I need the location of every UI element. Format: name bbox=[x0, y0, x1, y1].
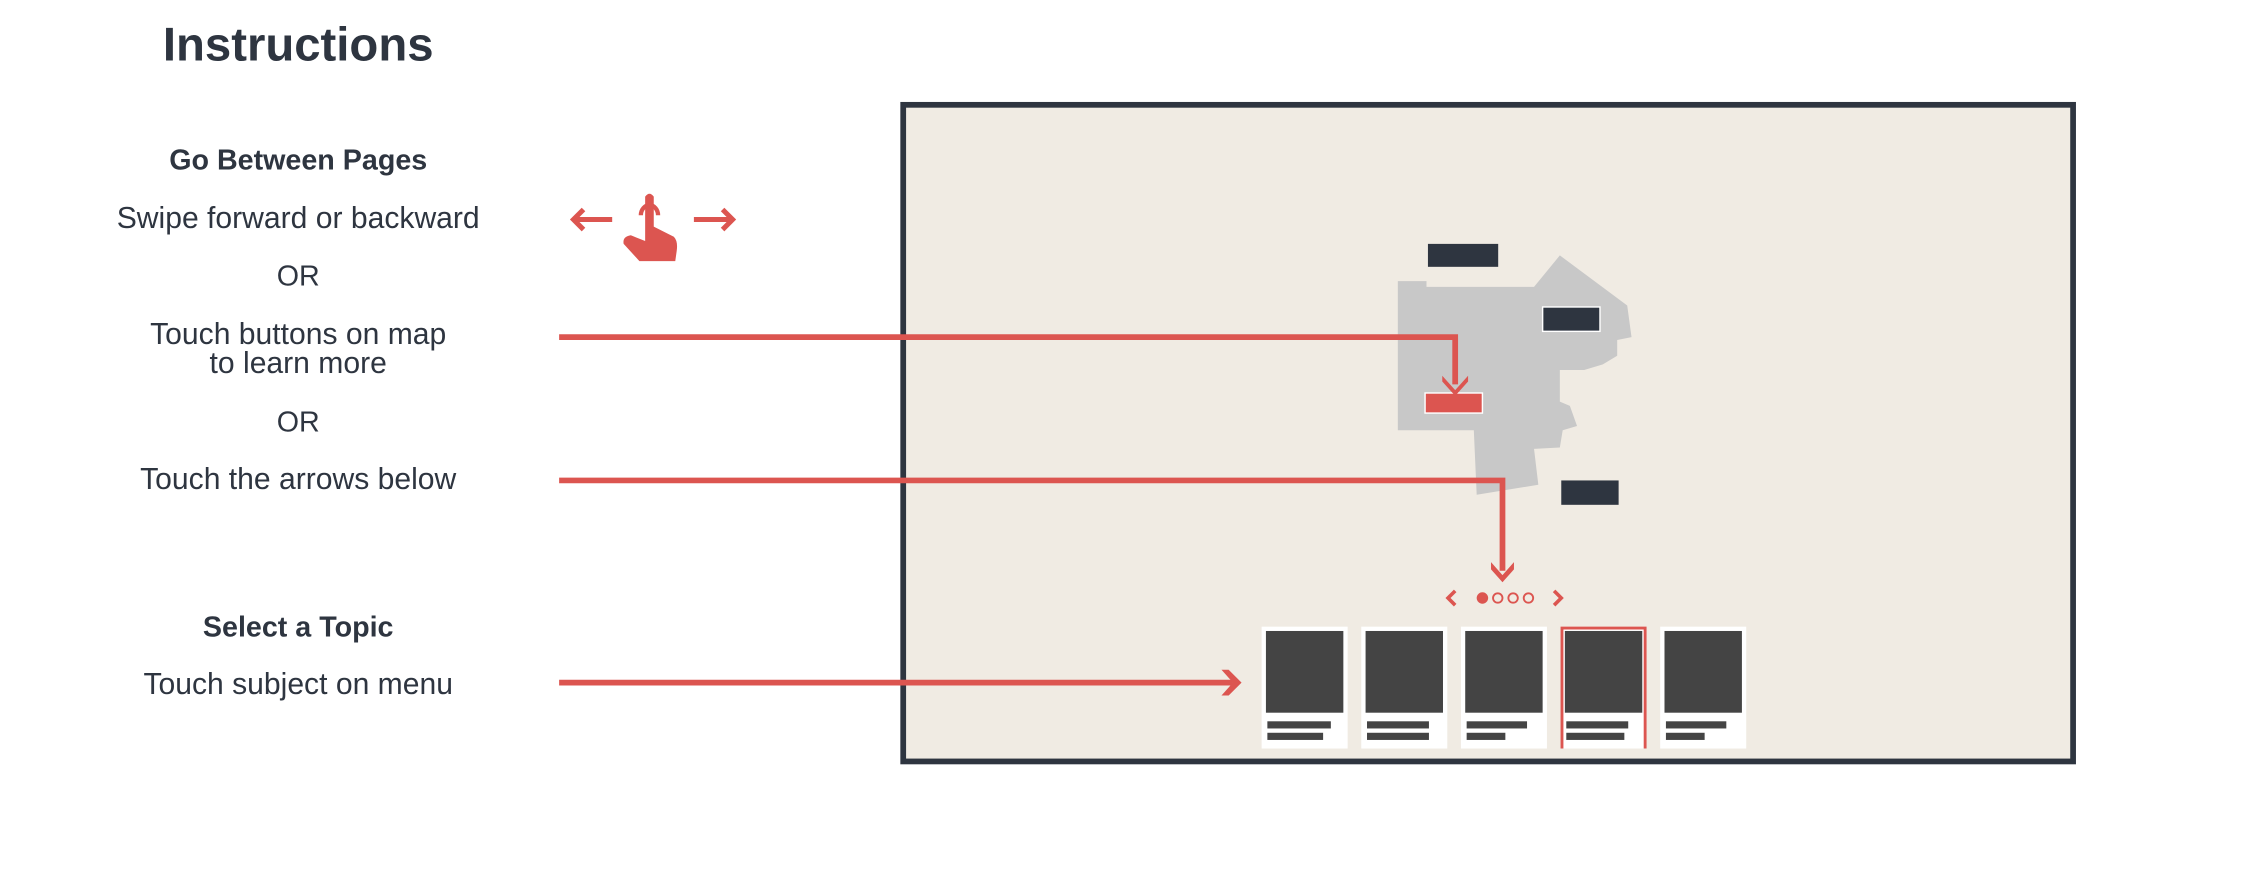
map-button-highlighted[interactable] bbox=[1424, 392, 1484, 414]
topic-heading: Select a Topic bbox=[203, 612, 394, 644]
card-title-placeholder bbox=[1665, 721, 1727, 729]
menu-card[interactable] bbox=[1460, 626, 1547, 749]
buttons-text-line2: to learn more bbox=[210, 347, 387, 380]
or-text: OR bbox=[277, 407, 320, 439]
card-subtitle-placeholder bbox=[1566, 732, 1625, 740]
pointer-line-map-buttons bbox=[559, 334, 1459, 385]
card-image bbox=[1664, 630, 1742, 713]
page-dot[interactable] bbox=[1492, 592, 1504, 604]
map-button[interactable] bbox=[1427, 243, 1499, 267]
arrow-right-icon bbox=[693, 207, 737, 232]
nav-heading: Go Between Pages bbox=[169, 144, 427, 176]
buttons-text-line1: Touch buttons on map bbox=[150, 318, 446, 351]
page-dot[interactable] bbox=[1522, 592, 1535, 604]
card-subtitle-placeholder bbox=[1665, 732, 1705, 740]
next-page-button[interactable] bbox=[1552, 589, 1564, 607]
arrow-left-icon bbox=[569, 207, 613, 232]
card-image bbox=[1365, 630, 1443, 713]
arrow-down-icon bbox=[1442, 375, 1469, 396]
page-title: Instructions bbox=[163, 18, 434, 71]
menu-card[interactable] bbox=[1660, 626, 1747, 749]
map-button[interactable] bbox=[1561, 480, 1619, 505]
prev-page-button[interactable] bbox=[1445, 589, 1457, 607]
or-text: OR bbox=[277, 260, 320, 292]
card-subtitle-placeholder bbox=[1267, 732, 1324, 740]
page-dot[interactable] bbox=[1507, 592, 1519, 604]
menu-card[interactable] bbox=[1361, 626, 1448, 749]
map-button[interactable] bbox=[1541, 306, 1601, 333]
swipe-text: Swipe forward or backward bbox=[117, 202, 480, 235]
selected-card-border bbox=[1560, 626, 1647, 749]
card-image bbox=[1465, 630, 1543, 713]
pagination-dots bbox=[1476, 592, 1535, 604]
arrow-right-icon bbox=[1221, 669, 1242, 696]
menu-text: Touch subject on menu bbox=[143, 668, 453, 701]
card-image bbox=[1265, 630, 1344, 713]
card-title-placeholder bbox=[1466, 721, 1528, 729]
touch-hand-icon bbox=[623, 193, 678, 262]
menu-card[interactable] bbox=[1261, 626, 1348, 749]
card-title-placeholder bbox=[1566, 721, 1629, 729]
arrow-down-icon bbox=[1491, 562, 1514, 583]
card-subtitle-placeholder bbox=[1367, 732, 1429, 740]
page-dot-active[interactable] bbox=[1476, 592, 1489, 604]
card-image bbox=[1564, 630, 1643, 713]
card-title-placeholder bbox=[1367, 721, 1429, 729]
card-title-placeholder bbox=[1267, 721, 1331, 729]
menu-card[interactable] bbox=[1560, 626, 1647, 749]
topic-menu bbox=[1261, 626, 1747, 749]
card-subtitle-placeholder bbox=[1466, 732, 1506, 740]
arrows-text: Touch the arrows below bbox=[140, 463, 456, 496]
pointer-line-arrows bbox=[559, 477, 1506, 571]
